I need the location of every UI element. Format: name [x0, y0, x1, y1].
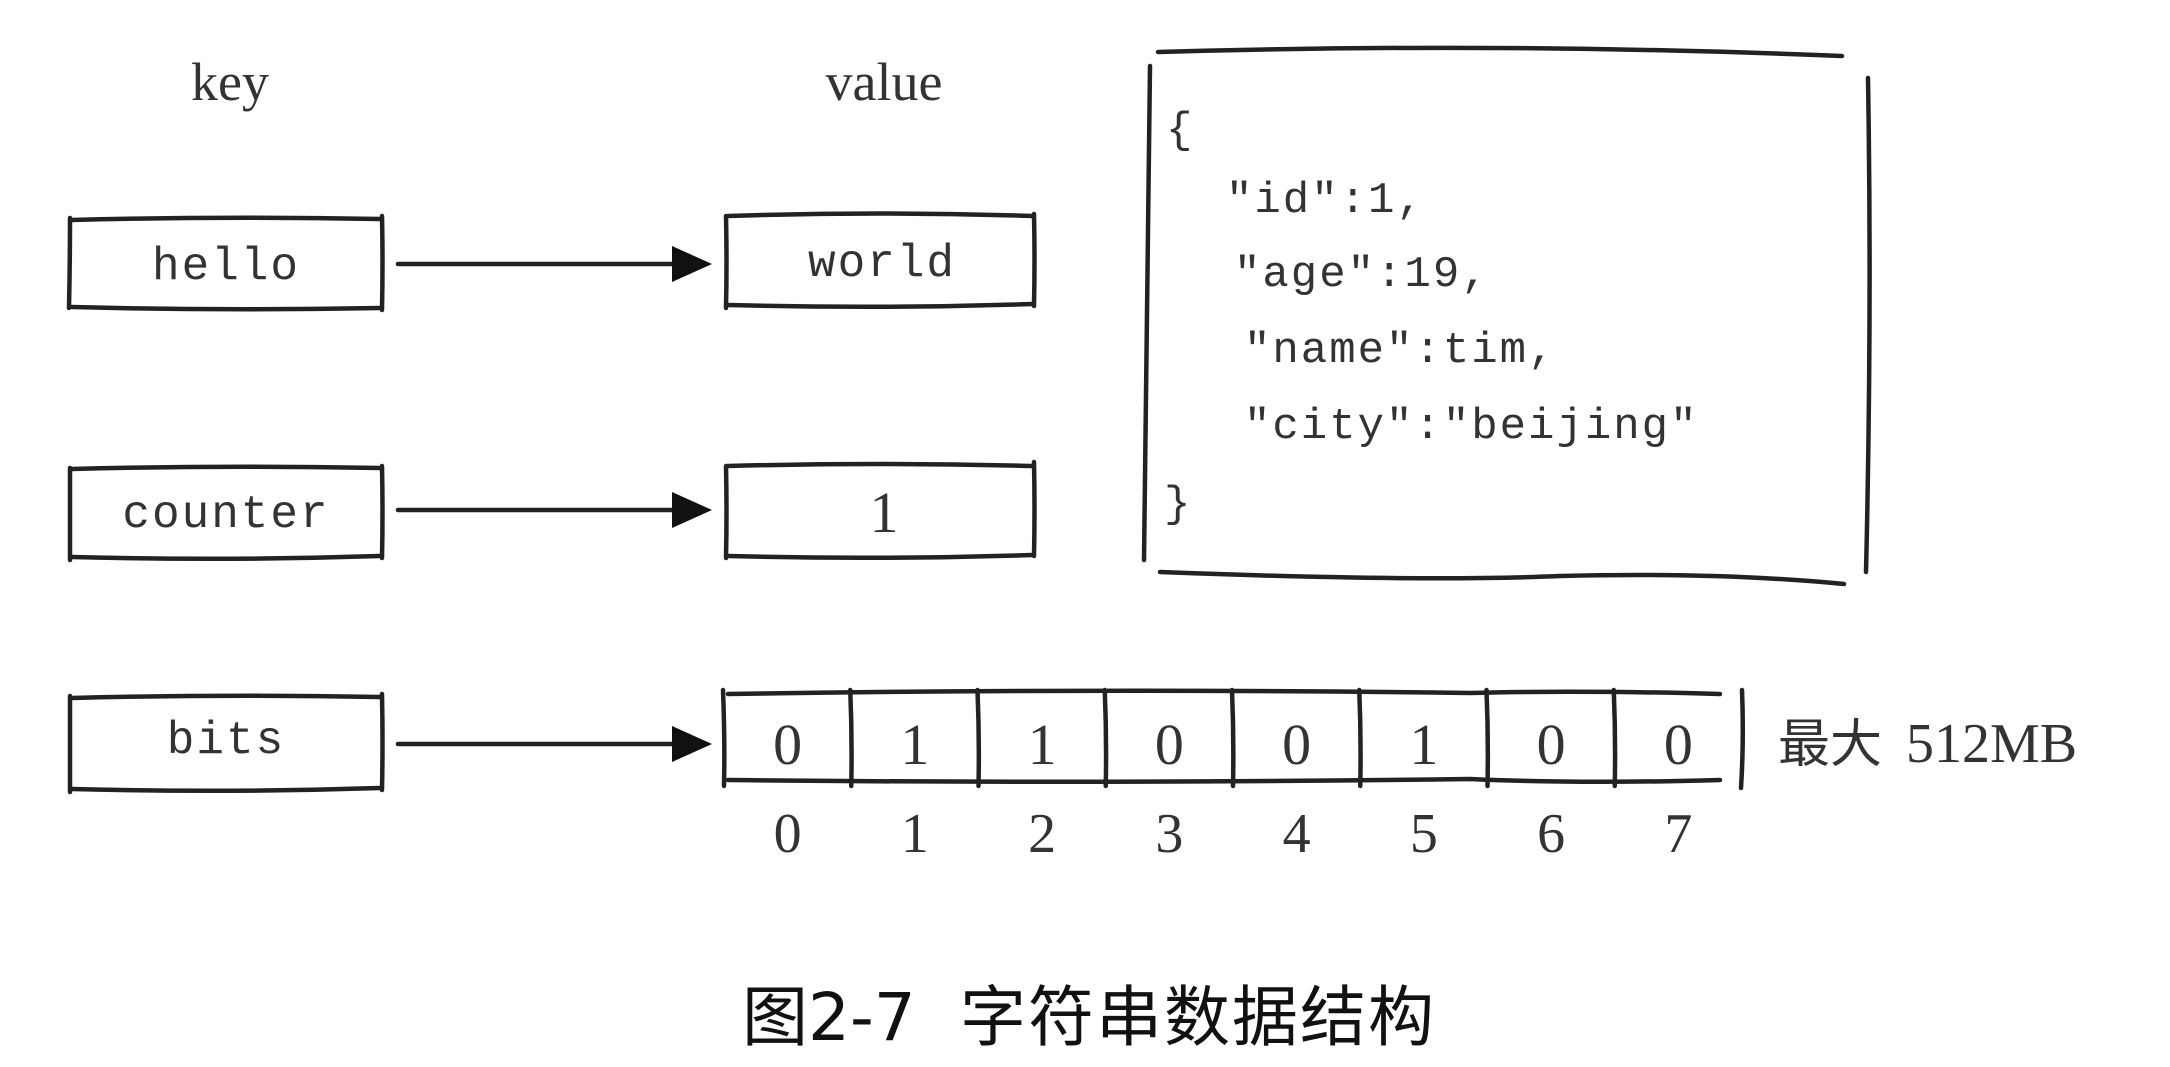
- bit-value: 1: [1028, 712, 1057, 777]
- key-box-hello: hello: [66, 213, 385, 313]
- bit-cell-divider: [1484, 687, 1491, 789]
- max-size-note: 最大 512MB: [1778, 713, 2077, 775]
- value-label-counter: 1: [870, 480, 899, 545]
- row-bits: bits 0 1 1 0 0 1 0 0 0 1 2 3 4 5 6 7 最大 512MB: [67, 687, 2077, 865]
- bit-value: 0: [1664, 712, 1693, 777]
- bit-index: 1: [901, 803, 929, 865]
- bit-index: 5: [1410, 803, 1438, 865]
- bit-index: 0: [774, 803, 802, 865]
- bit-index: 7: [1664, 803, 1692, 865]
- arrow-bits-to-array: [395, 726, 712, 762]
- key-box-bits: bits: [67, 691, 385, 795]
- caption-figure-number: 图2-7: [742, 979, 916, 1056]
- value-box-counter: 1: [723, 459, 1037, 561]
- bit-index: 4: [1283, 803, 1311, 865]
- key-box-counter: counter: [67, 463, 385, 563]
- arrow-counter-to-1: [395, 492, 712, 528]
- value-label-world: world: [808, 238, 956, 290]
- bit-index: 3: [1155, 803, 1183, 865]
- figure-caption: 图2-7 字符串数据结构: [742, 979, 1436, 1056]
- bit-cell-divider: [1611, 687, 1618, 789]
- json-line-close-brace: }: [1164, 480, 1192, 530]
- bit-value: 0: [773, 712, 802, 777]
- json-line-id: "id":1,: [1226, 176, 1425, 226]
- json-value-box: { "id":1, "age":19, "name":tim, "city":"…: [1141, 45, 1872, 587]
- json-line-age: "age":19,: [1234, 250, 1490, 300]
- value-column-header: value: [826, 52, 943, 112]
- json-line-city: "city":"beijing": [1244, 402, 1698, 452]
- max-size-value: 512MB: [1906, 713, 2077, 775]
- bit-cell-divider: [1357, 687, 1363, 789]
- arrow-hello-to-world: [395, 246, 712, 282]
- bit-indices: 0 1 2 3 4 5 6 7: [774, 803, 1693, 865]
- bit-cell-divider: [1229, 687, 1236, 789]
- bit-index: 2: [1028, 803, 1056, 865]
- bit-value: 1: [900, 712, 929, 777]
- bit-index: 6: [1537, 803, 1565, 865]
- bit-cell-divider: [848, 687, 854, 789]
- key-column-header: key: [191, 52, 269, 112]
- bit-values: 0 1 1 0 0 1 0 0: [773, 712, 1693, 777]
- bit-array: [720, 687, 1746, 791]
- key-label-counter: counter: [122, 489, 329, 541]
- bit-cell-divider: [1102, 687, 1109, 789]
- value-box-world: world: [723, 211, 1037, 311]
- caption-title: 字符串数据结构: [960, 979, 1436, 1056]
- max-size-label: 最大: [1778, 717, 1882, 774]
- bit-value: 0: [1537, 712, 1566, 777]
- row-hello: hello world: [66, 211, 1037, 313]
- json-line-name: "name":tim,: [1244, 326, 1556, 376]
- json-line-open-brace: {: [1166, 106, 1194, 156]
- bit-value: 0: [1282, 712, 1311, 777]
- key-label-hello: hello: [152, 241, 300, 293]
- row-counter: counter 1: [67, 459, 1037, 563]
- bit-value: 1: [1409, 712, 1438, 777]
- bit-cell-divider: [975, 687, 982, 789]
- bit-value: 0: [1155, 712, 1184, 777]
- key-label-bits: bits: [167, 715, 285, 767]
